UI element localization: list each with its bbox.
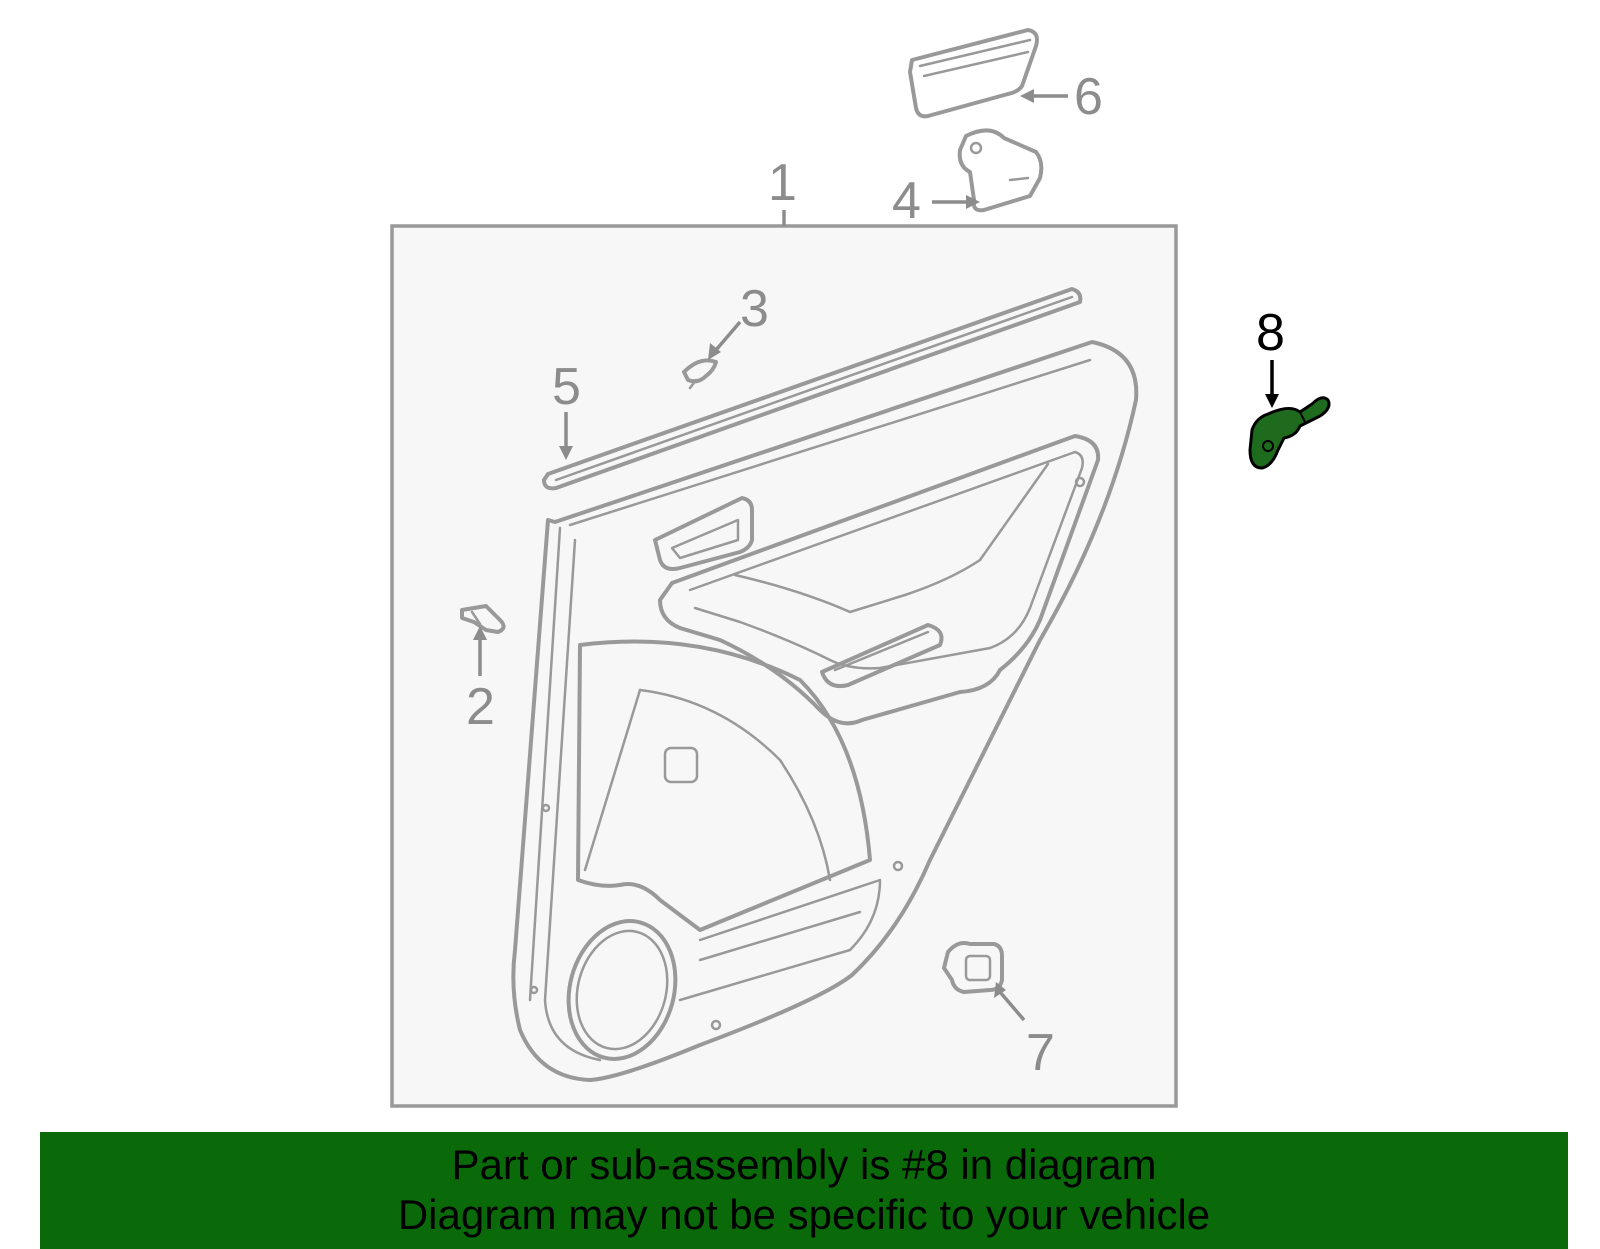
callout-7-arrowhead xyxy=(994,982,1006,998)
assembly-frame xyxy=(390,224,1178,1108)
callout-3-arrow xyxy=(714,320,742,352)
callout-3: 3 xyxy=(740,280,769,338)
callout-5: 5 xyxy=(552,358,581,416)
banner-line-1: Part or sub-assembly is #8 in diagram xyxy=(451,1141,1157,1188)
door-trim-panel xyxy=(511,340,1139,1082)
clip-2 xyxy=(460,604,506,634)
banner-line-2: Diagram may not be specific to your vehi… xyxy=(397,1191,1211,1238)
belt-moulding xyxy=(542,287,1083,491)
callout-5-arrowhead xyxy=(559,446,573,460)
parts-diagram: 1 5 xyxy=(390,28,1331,1108)
callout-2: 2 xyxy=(466,678,495,736)
callout-6: 6 xyxy=(1074,68,1103,126)
callout-8-arrowhead xyxy=(1265,394,1279,408)
pocket-knob xyxy=(663,746,699,784)
cover-6 xyxy=(908,28,1039,119)
callout-6-arrowhead xyxy=(1020,89,1034,103)
callout-3-arrowhead xyxy=(708,343,721,360)
bezel-7 xyxy=(942,941,1004,994)
bracket-4 xyxy=(957,128,1044,213)
callout-4-arrowhead xyxy=(966,195,980,209)
callout-2-arrowhead xyxy=(473,626,487,640)
callout-7-arrow xyxy=(998,990,1026,1022)
info-banner: Part or sub-assembly is #8 in diagram Di… xyxy=(40,1132,1568,1249)
highlighted-part-8 xyxy=(1248,396,1331,470)
callout-7: 7 xyxy=(1026,1024,1055,1082)
callout-4: 4 xyxy=(892,172,921,230)
callout-1: 1 xyxy=(768,154,797,212)
speaker-grille xyxy=(566,919,678,1061)
clip-3 xyxy=(682,358,718,390)
callout-8: 8 xyxy=(1256,304,1285,362)
